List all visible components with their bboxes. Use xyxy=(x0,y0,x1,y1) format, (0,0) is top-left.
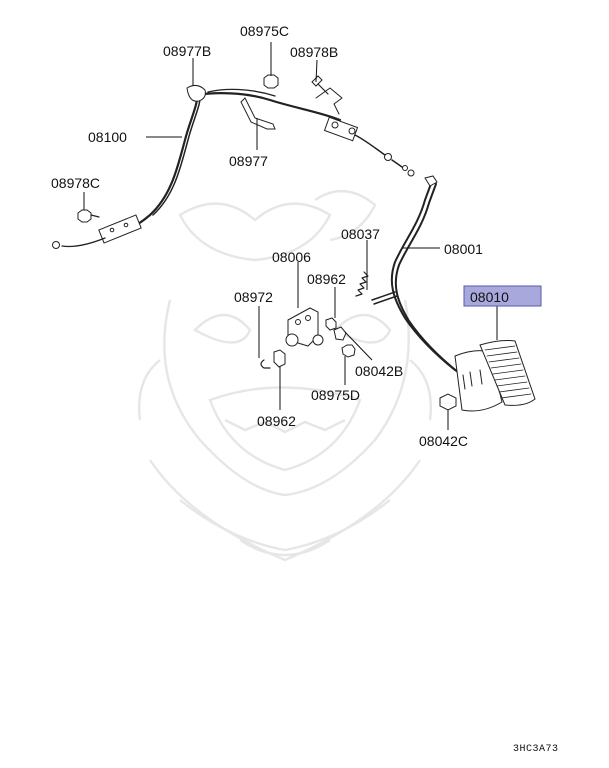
label-08975D[interactable]: 08975D xyxy=(311,387,360,403)
diagram-code: 3HC3A73 xyxy=(513,744,559,755)
label-08962-b[interactable]: 08962 xyxy=(257,413,296,429)
accelerator-cable xyxy=(52,84,415,249)
cable-grommet xyxy=(186,84,206,102)
small-parts xyxy=(260,271,457,411)
cable-clamp xyxy=(240,97,276,130)
label-08010[interactable]: 08010 xyxy=(470,289,509,305)
label-08977[interactable]: 08977 xyxy=(229,153,268,169)
watermark-emblem xyxy=(138,189,432,562)
label-08001[interactable]: 08001 xyxy=(444,241,483,257)
highlight-08010[interactable] xyxy=(463,285,542,307)
label-08978B[interactable]: 08978B xyxy=(290,44,338,60)
leader-lines xyxy=(83,42,498,430)
pedal-lever xyxy=(371,175,536,412)
cable-end xyxy=(52,241,60,249)
label-08042C[interactable]: 08042C xyxy=(419,433,468,449)
label-08975C[interactable]: 08975C xyxy=(240,23,289,39)
label-08977B[interactable]: 08977B xyxy=(163,43,211,59)
label-08962-a[interactable]: 08962 xyxy=(307,271,346,287)
part-labels: 08975C 08977B 08978B 08100 08977 08978C … xyxy=(51,23,542,449)
label-08037[interactable]: 08037 xyxy=(341,226,380,242)
label-08978C[interactable]: 08978C xyxy=(51,175,100,191)
label-08006[interactable]: 08006 xyxy=(272,249,311,265)
label-08042B[interactable]: 08042B xyxy=(355,363,403,379)
label-08972[interactable]: 08972 xyxy=(234,289,273,305)
cable-bracket xyxy=(98,214,142,244)
label-08100[interactable]: 08100 xyxy=(88,129,127,145)
